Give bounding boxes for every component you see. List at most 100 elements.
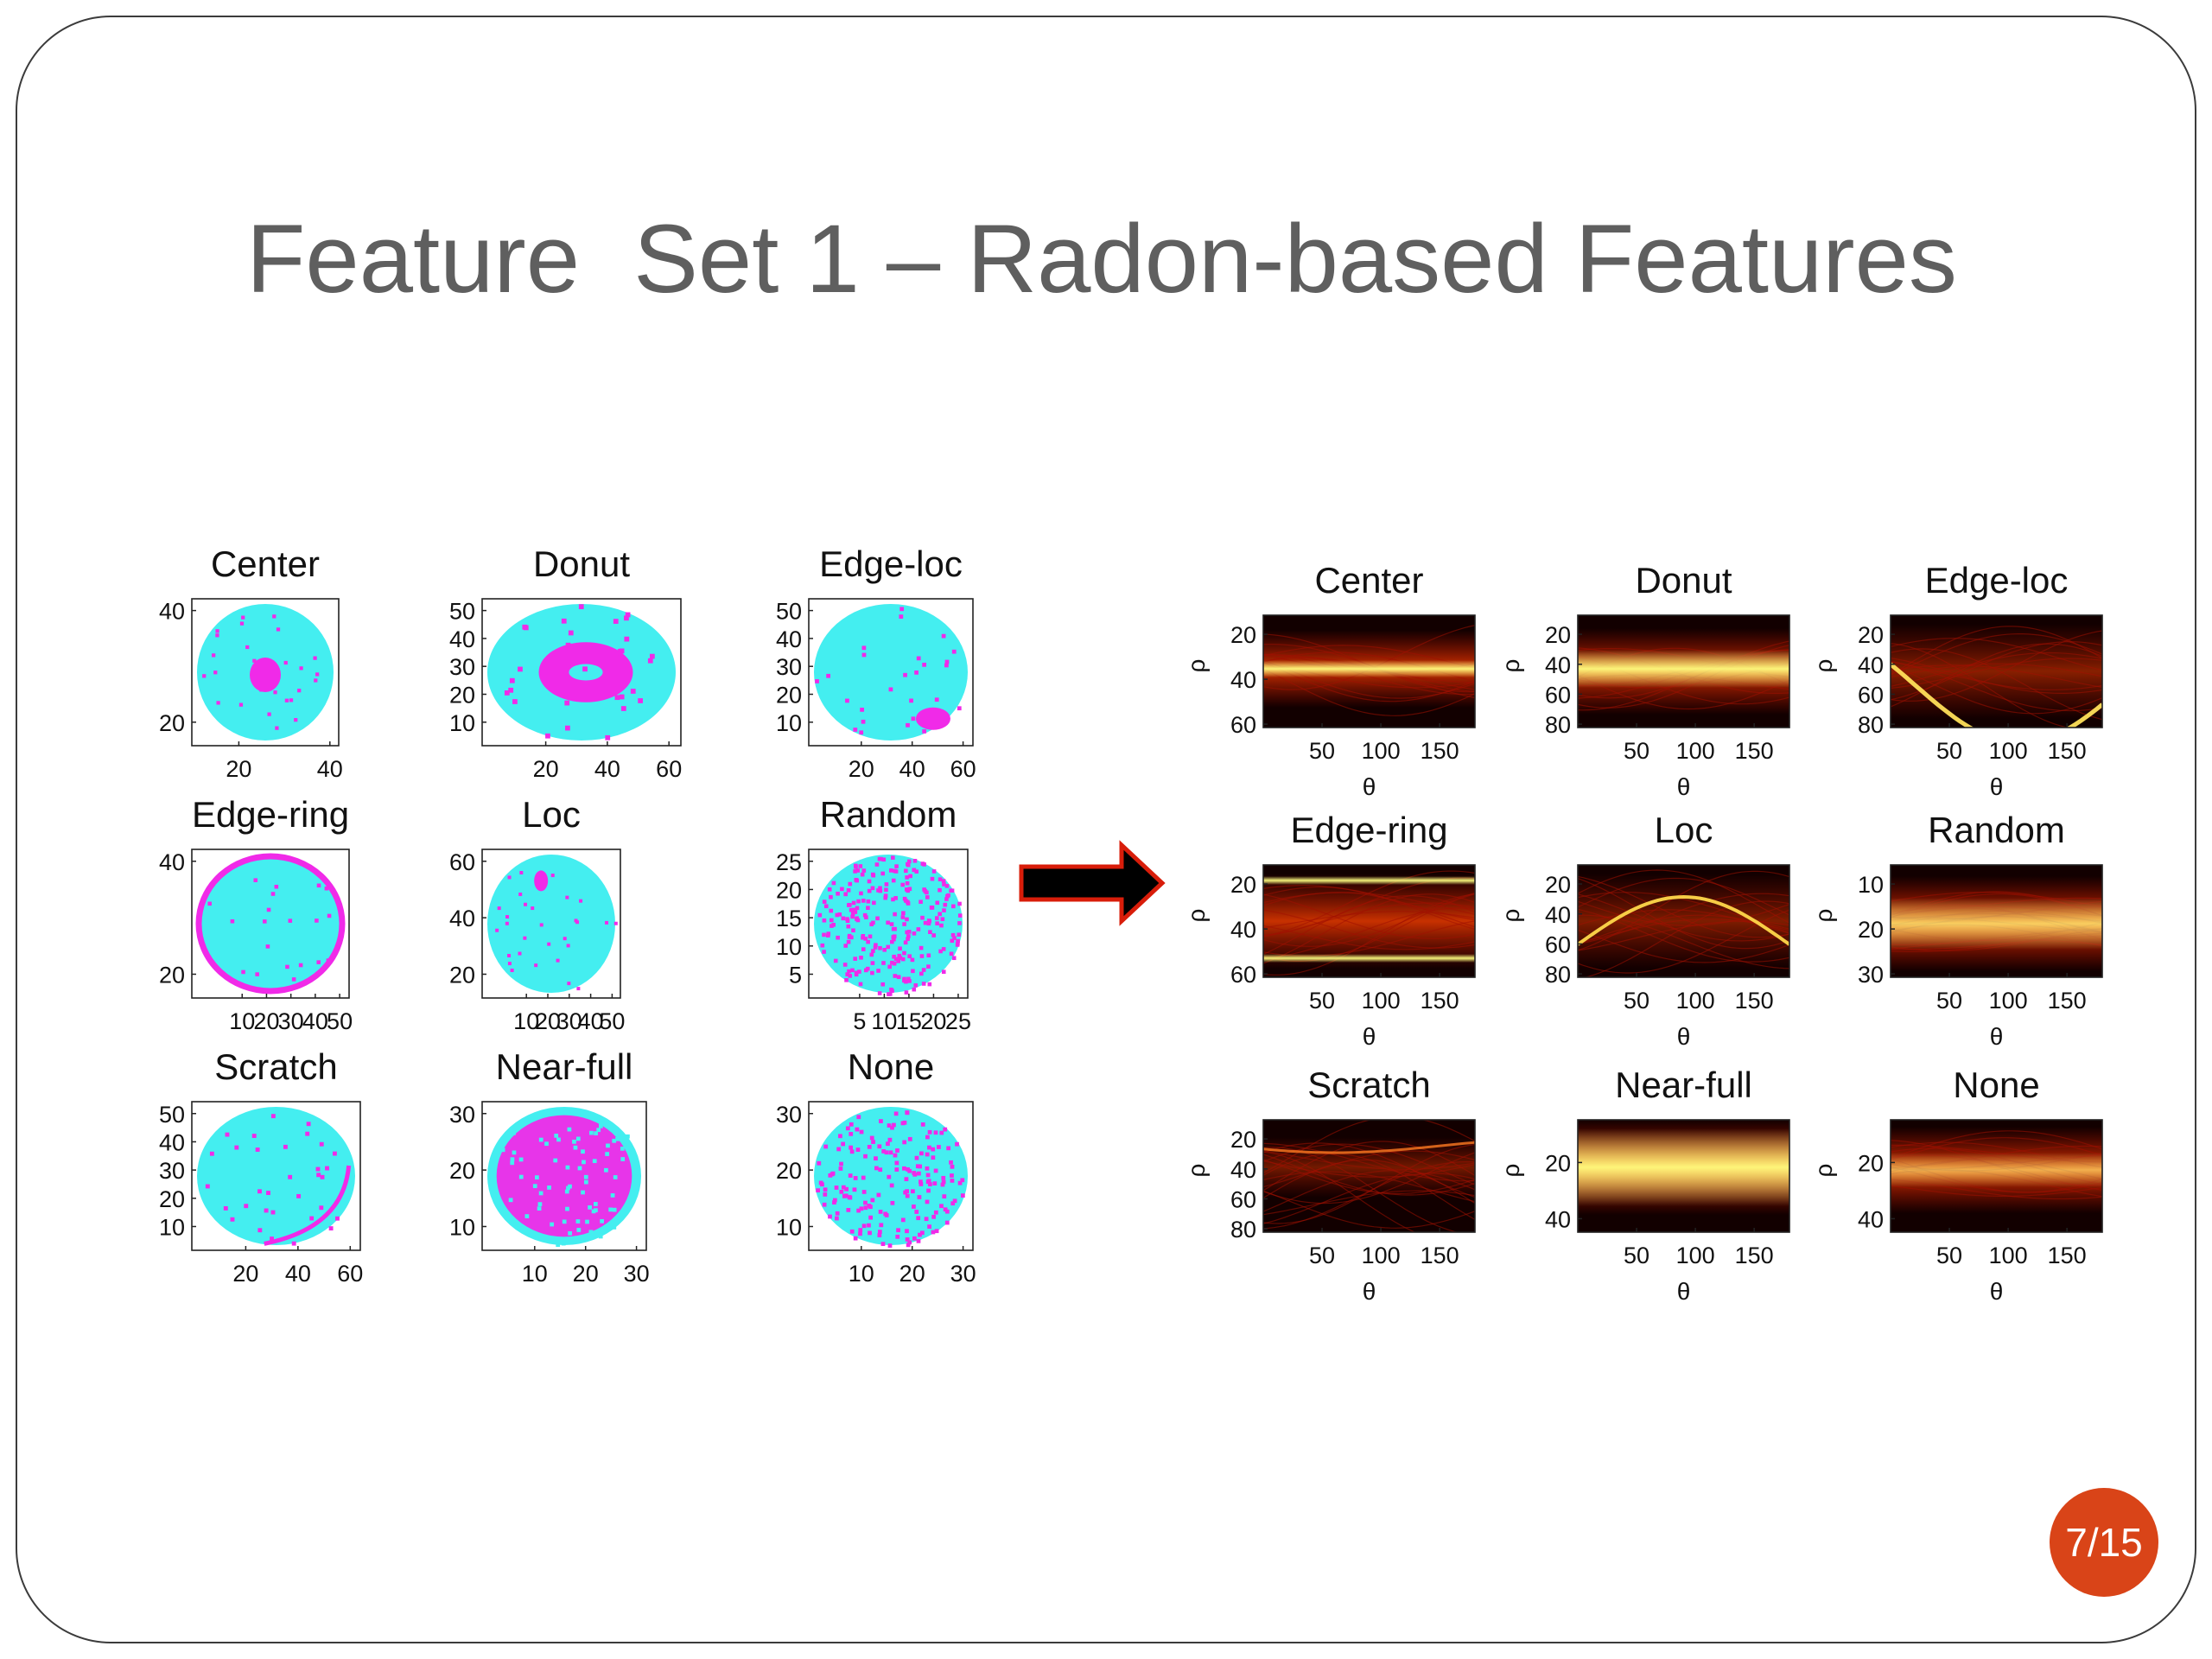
- defect-die: [504, 690, 510, 696]
- radon-trace: [1263, 925, 1475, 950]
- defect-die: [826, 673, 831, 678]
- defect-die: [891, 878, 896, 883]
- defect-die: [922, 662, 927, 667]
- defect-die: [906, 859, 912, 864]
- defect-die: [829, 918, 834, 923]
- x-tick-label: 50: [1936, 1243, 1962, 1268]
- defect-die: [935, 921, 939, 925]
- radon-peak: [1891, 662, 2102, 728]
- defect-die: [617, 649, 623, 654]
- defect-die: [510, 969, 514, 973]
- defect-die: [866, 906, 870, 910]
- defect-die: [944, 1209, 950, 1214]
- defect-die: [867, 1144, 872, 1149]
- defect-die: [270, 1210, 276, 1215]
- defect-die: [876, 1192, 881, 1198]
- defect-die: [207, 901, 212, 906]
- defect-die: [863, 1154, 868, 1159]
- y-tick-label: 60: [1858, 682, 1884, 708]
- defect-die: [927, 1129, 932, 1135]
- defect-die: [893, 912, 897, 917]
- defect-die: [830, 1172, 835, 1177]
- defect-die: [906, 862, 911, 868]
- defect-die: [900, 957, 906, 962]
- defect-die: [877, 991, 882, 995]
- defect-die: [939, 923, 944, 928]
- defect-die: [852, 1187, 857, 1192]
- good-die: [500, 1147, 505, 1153]
- defect-die: [921, 982, 926, 986]
- defect-die: [950, 1173, 954, 1178]
- defect-die: [893, 974, 898, 978]
- defect-die: [326, 958, 331, 963]
- good-die: [567, 1127, 572, 1132]
- defect-area: [496, 1115, 632, 1237]
- y-tick-label: 50: [449, 599, 475, 625]
- defect-die: [270, 892, 276, 896]
- defect-die: [851, 907, 856, 912]
- defect-die: [901, 911, 906, 915]
- defect-die: [854, 877, 859, 882]
- radon-trace: [1891, 663, 2102, 678]
- good-die: [532, 1184, 537, 1189]
- radon-trace: [1263, 1190, 1475, 1216]
- x-tick-label: 30: [950, 1261, 976, 1287]
- radon-map-title: Loc: [1655, 810, 1713, 850]
- defect-die: [925, 1179, 931, 1185]
- defect-die: [861, 933, 866, 938]
- good-die: [565, 1165, 570, 1170]
- defect-die: [906, 1243, 911, 1248]
- defect-die: [905, 887, 909, 892]
- y-axis-label: ρ: [1497, 909, 1524, 923]
- defect-die: [531, 906, 535, 911]
- defect-die: [876, 888, 880, 893]
- defect-die: [881, 1149, 887, 1154]
- defect-die: [908, 874, 912, 879]
- defect-die: [910, 957, 915, 963]
- radon-trace: [1578, 909, 1789, 974]
- defect-die: [822, 1202, 827, 1207]
- good-die: [612, 1207, 617, 1212]
- y-tick-label: 30: [449, 654, 475, 680]
- defect-die: [916, 656, 921, 661]
- defect-die: [928, 930, 932, 934]
- radon-map-title: Random: [1928, 810, 2065, 850]
- defect-die: [838, 1166, 843, 1171]
- x-tick-label: 150: [2048, 738, 2087, 764]
- defect-die: [848, 974, 853, 978]
- x-tick-label: 10: [513, 1008, 539, 1034]
- defect-die: [856, 899, 861, 904]
- defect-die: [822, 899, 827, 904]
- y-tick-label: 40: [1230, 667, 1256, 693]
- defect-die: [565, 725, 570, 731]
- defect-die: [881, 961, 886, 965]
- defect-die: [937, 1145, 941, 1149]
- defect-die: [332, 1151, 337, 1156]
- defect-die: [887, 992, 893, 996]
- defect-die: [215, 633, 219, 638]
- y-tick-label: 40: [1858, 1206, 1884, 1232]
- wafer-map-title: Near-full: [496, 1046, 633, 1087]
- defect-die: [906, 934, 911, 938]
- good-die: [544, 1141, 549, 1147]
- defect-die: [872, 900, 876, 906]
- defect-die: [904, 868, 908, 874]
- defect-die: [889, 1183, 894, 1188]
- defect-die: [900, 1217, 906, 1223]
- defect-die: [835, 912, 840, 918]
- defect-die: [847, 1195, 852, 1199]
- defect-die: [861, 899, 866, 903]
- x-tick-label: 20: [573, 1261, 599, 1287]
- defect-scratch: [264, 1165, 352, 1246]
- defect-die: [849, 1122, 854, 1127]
- defect-die: [938, 887, 942, 893]
- defect-die: [239, 621, 245, 626]
- defect-die: [857, 969, 861, 974]
- defect-die: [912, 987, 917, 992]
- defect-die: [327, 913, 332, 918]
- defect-die: [845, 1126, 850, 1131]
- defect-die: [497, 906, 501, 911]
- x-tick-label: 25: [945, 1008, 971, 1034]
- y-tick-label: 20: [1230, 872, 1256, 898]
